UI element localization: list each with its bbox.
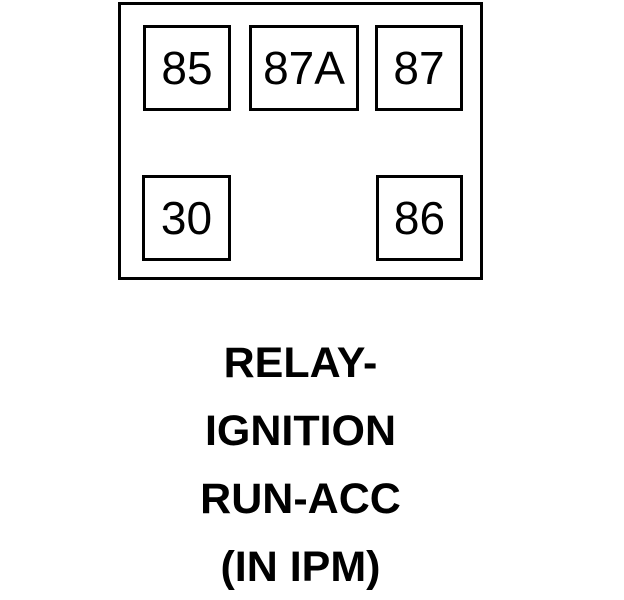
terminal-87-label: 87: [393, 42, 445, 94]
terminal-87: 87: [375, 25, 463, 111]
relay-outline-box: 85 87A 87 30 86: [118, 2, 483, 280]
caption-line-3: RUN-ACC: [200, 475, 401, 523]
caption-line-2: IGNITION: [204, 407, 397, 455]
terminal-87a: 87A: [249, 25, 359, 111]
terminal-85-label: 85: [161, 42, 213, 94]
caption-line-4: (IN IPM): [220, 543, 381, 591]
terminal-30-label: 30: [160, 192, 213, 244]
terminal-86: 86: [376, 175, 463, 261]
terminal-30: 30: [142, 175, 231, 261]
terminal-85: 85: [143, 25, 231, 111]
terminal-86-label: 86: [393, 192, 446, 244]
caption-line-1: RELAY-: [223, 339, 378, 387]
terminal-87a-label: 87A: [263, 42, 345, 94]
relay-caption: RELAY- IGNITION RUN-ACC (IN IPM): [118, 329, 483, 600]
